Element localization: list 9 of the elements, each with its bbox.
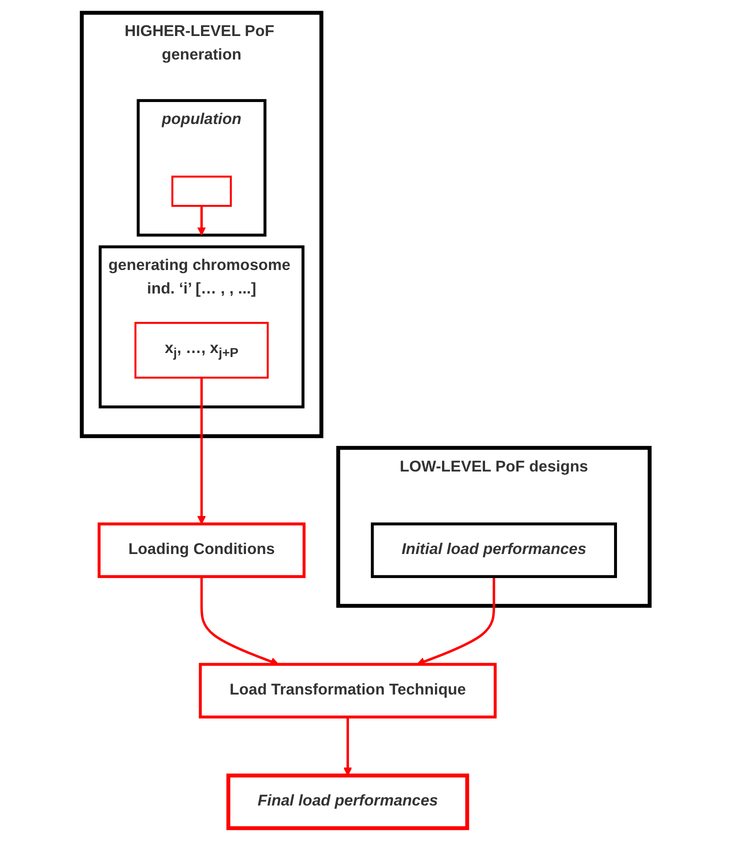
node-box: Initial load performances	[370, 522, 617, 578]
node-box: Loading Conditions	[97, 522, 306, 578]
arrow	[197, 206, 206, 236]
node-box: x$_{j}$, …, x$_{j+P}$	[134, 322, 268, 379]
node-box: Load Transformation Technique	[198, 662, 496, 718]
node-box: Final load performances	[226, 774, 469, 830]
arrow	[197, 378, 206, 524]
node-box	[171, 176, 232, 207]
arrow	[343, 717, 352, 776]
